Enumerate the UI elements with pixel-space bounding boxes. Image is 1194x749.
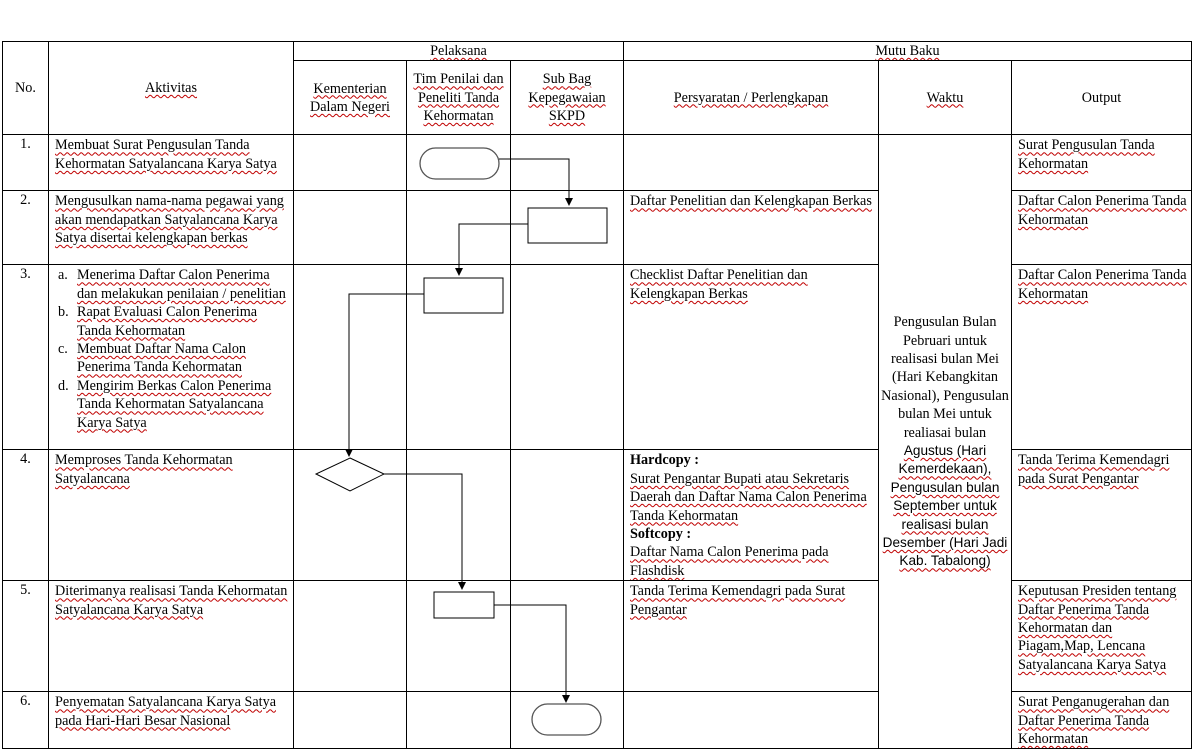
aktivitas-cell: Memproses Tanda Kehormatan Satyalancana xyxy=(48,449,294,582)
row-number: 2. xyxy=(2,190,49,266)
output-cell: Daftar Calon Penerima Tanda Kehormatan xyxy=(1011,190,1192,266)
persyaratan-cell xyxy=(623,691,879,749)
lane-kementerian xyxy=(293,134,407,192)
persyaratan-cell: Tanda Terima Kemendagri pada Surat Penga… xyxy=(623,580,879,693)
waktu-cell: Pengusulan Bulan Pebruari untuk realisas… xyxy=(878,134,1012,749)
row-number: 4. xyxy=(2,449,49,582)
table-row: 4. Memproses Tanda Kehormatan Satyalanca… xyxy=(2,449,1192,582)
header-output: Output xyxy=(1011,60,1192,136)
lane-kementerian xyxy=(293,580,407,693)
lane-kementerian xyxy=(293,264,407,451)
lane-subbag xyxy=(510,190,624,266)
row-number: 1. xyxy=(2,134,49,192)
row-number: 5. xyxy=(2,580,49,693)
lane-subbag xyxy=(510,134,624,192)
aktivitas-list: a.Menerima Daftar Calon Penerima dan mel… xyxy=(55,266,289,432)
output-cell: Keputusan Presiden tentang Daftar Peneri… xyxy=(1011,580,1192,693)
lane-subbag xyxy=(510,580,624,693)
header-mutu-baku: Mutu Baku xyxy=(623,40,1192,62)
table-row: 5. Diterimanya realisasi Tanda Kehormata… xyxy=(2,580,1192,693)
persyaratan-cell xyxy=(623,134,879,192)
aktivitas-cell: Mengusulkan nama-nama pegawai yang akan … xyxy=(48,190,294,266)
lane-tim xyxy=(406,449,511,582)
output-cell: Surat Pengusulan Tanda Kehormatan xyxy=(1011,134,1192,192)
lane-subbag xyxy=(510,691,624,749)
header-waktu: Waktu xyxy=(878,60,1012,136)
softcopy-label: Softcopy : xyxy=(630,526,692,543)
softcopy-text: Daftar Nama Calon Penerima pada Flashdis… xyxy=(630,544,829,579)
header-aktivitas: Aktivitas xyxy=(48,40,294,136)
list-item: a.Menerima Daftar Calon Penerima dan mel… xyxy=(58,267,286,302)
lane-kementerian xyxy=(293,190,407,266)
aktivitas-cell: a.Menerima Daftar Calon Penerima dan mel… xyxy=(48,264,294,451)
table-row: 2. Mengusulkan nama-nama pegawai yang ak… xyxy=(2,190,1192,266)
row-number: 6. xyxy=(2,691,49,749)
persyaratan-cell: Hardcopy : Surat Pengantar Bupati atau S… xyxy=(623,449,879,582)
table-row: 6. Penyematan Satyalancana Karya Satya p… xyxy=(2,691,1192,749)
header-pelaksana: Pelaksana xyxy=(293,40,624,62)
list-item: d.Mengirim Berkas Calon Penerima Tanda K… xyxy=(58,377,272,431)
header-no: No. xyxy=(2,40,49,136)
aktivitas-cell: Penyematan Satyalancana Karya Satya pada… xyxy=(48,691,294,749)
table-row: 3. a.Menerima Daftar Calon Penerima dan … xyxy=(2,264,1192,451)
sop-table: No. Aktivitas Pelaksana Mutu Baku Kement… xyxy=(2,40,1192,749)
hardcopy-text: Surat Pengantar Bupati atau Sekretaris D… xyxy=(630,470,867,524)
lane-kementerian xyxy=(293,449,407,582)
persyaratan-cell: Checklist Daftar Penelitian dan Kelengka… xyxy=(623,264,879,451)
lane-tim xyxy=(406,134,511,192)
list-item: b.Rapat Evaluasi Calon Penerima Tanda Ke… xyxy=(58,304,258,339)
output-cell: Surat Penganugerahan dan Daftar Penerima… xyxy=(1011,691,1192,749)
lane-kementerian xyxy=(293,691,407,749)
lane-tim xyxy=(406,264,511,451)
lane-subbag xyxy=(510,264,624,451)
aktivitas-cell: Diterimanya realisasi Tanda Kehormatan S… xyxy=(48,580,294,693)
table-row: 1. Membuat Surat Pengusulan Tanda Kehorm… xyxy=(2,134,1192,749)
output-cell: Tanda Terima Kemendagri pada Surat Penga… xyxy=(1011,449,1192,582)
lane-tim xyxy=(406,691,511,749)
persyaratan-cell: Daftar Penelitian dan Kelengkapan Berkas xyxy=(623,190,879,266)
header-persyaratan: Persyaratan / Perlengkapan xyxy=(623,60,879,136)
header-kementerian: Kementerian Dalam Negeri xyxy=(293,60,407,136)
aktivitas-cell: Membuat Surat Pengusulan Tanda Kehormata… xyxy=(48,134,294,192)
lane-tim xyxy=(406,580,511,693)
output-cell: Daftar Calon Penerima Tanda Kehormatan xyxy=(1011,264,1192,451)
header-subbag: Sub Bag Kepegawaian SKPD xyxy=(510,60,624,136)
lane-tim xyxy=(406,190,511,266)
row-number: 3. xyxy=(2,264,49,451)
lane-subbag xyxy=(510,449,624,582)
list-item: c.Membuat Daftar Nama Calon Penerima Tan… xyxy=(58,341,247,376)
header-tim: Tim Penilai dan Peneliti Tanda Kehormata… xyxy=(406,60,511,136)
hardcopy-label: Hardcopy : xyxy=(630,452,699,469)
